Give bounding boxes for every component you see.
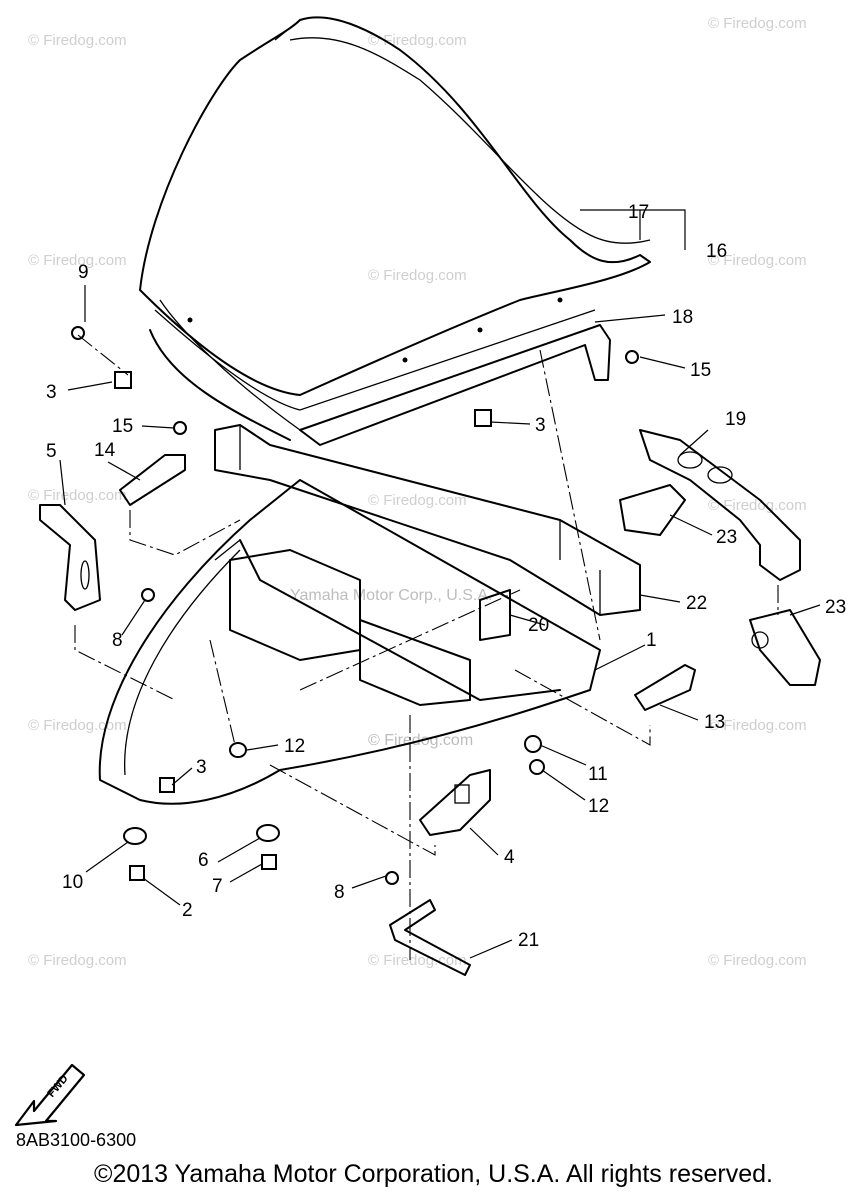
watermark: © Firedog.com [368, 267, 467, 284]
watermark: © Firedog.com [28, 487, 127, 504]
part-code: 8AB3100-6300 [16, 1130, 137, 1150]
copyright: ©2013 Yamaha Motor Corporation, U.S.A. A… [94, 1160, 773, 1188]
mirror-brackets [619, 429, 821, 686]
callout-13: 13 [704, 712, 725, 733]
callout-23: 23 [825, 597, 846, 618]
callout-14: 14 [94, 440, 116, 461]
callout-21: 21 [518, 930, 539, 951]
callout-8: 8 [334, 882, 345, 903]
callout-6: 6 [198, 850, 209, 871]
watermark-layer: © Firedog.com © Firedog.com © Firedog.co… [28, 15, 807, 969]
callout-5: 5 [46, 441, 57, 462]
callout-18: 18 [672, 307, 693, 328]
callout-8: 8 [112, 630, 123, 651]
callout-3: 3 [46, 382, 57, 403]
cross-member [214, 424, 641, 616]
callout-12: 12 [588, 796, 609, 817]
watermark: © Firedog.com [368, 952, 467, 969]
watermark: © Firedog.com [708, 252, 807, 269]
fasteners [71, 326, 639, 885]
watermark: © Firedog.com [28, 32, 127, 49]
callout-4: 4 [504, 847, 515, 868]
watermark: © Firedog.com [708, 952, 807, 969]
callout-22: 22 [686, 593, 707, 614]
watermark: © Firedog.com [708, 497, 807, 514]
callout-1: 1 [646, 630, 657, 651]
callout-3: 3 [196, 757, 207, 778]
callout-16: 16 [706, 241, 727, 262]
watermark: © Firedog.com [28, 252, 127, 269]
cowl-body [98, 479, 601, 805]
callout-15: 15 [112, 416, 133, 437]
callout-10: 10 [62, 872, 83, 893]
watermark: © Firedog.com [708, 717, 807, 734]
callout-20: 20 [528, 615, 549, 636]
watermark: © Firedog.com [368, 32, 467, 49]
watermark: © Firedog.com [28, 952, 127, 969]
electrical-box [229, 549, 511, 706]
watermark: © Firedog.com [708, 15, 807, 32]
callout-19: 19 [725, 409, 746, 430]
callout-15: 15 [690, 360, 711, 381]
fwd-arrow-icon: FWD [14, 1063, 86, 1127]
callout-7: 7 [212, 876, 223, 897]
callouts: 17 16 9 18 15 3 3 15 14 19 5 23 22 8 20 … [46, 202, 846, 951]
callout-2: 2 [182, 900, 193, 921]
watermark: © Firedog.com [28, 717, 127, 734]
callout-9: 9 [78, 262, 89, 283]
guide-lines [74, 334, 779, 960]
watermark: © Firedog.com [368, 492, 467, 509]
rod [389, 899, 471, 976]
callout-12: 12 [284, 736, 305, 757]
trim-strip [149, 299, 611, 446]
callout-23: 23 [716, 527, 737, 548]
center-watermark: Yamaha Motor Corp., U.S.A. [290, 587, 492, 604]
brackets [39, 454, 696, 836]
callout-11: 11 [588, 764, 608, 785]
callout-17: 17 [628, 202, 649, 223]
windshield [139, 16, 651, 411]
leader-lines [59, 209, 821, 959]
callout-3: 3 [535, 415, 546, 436]
